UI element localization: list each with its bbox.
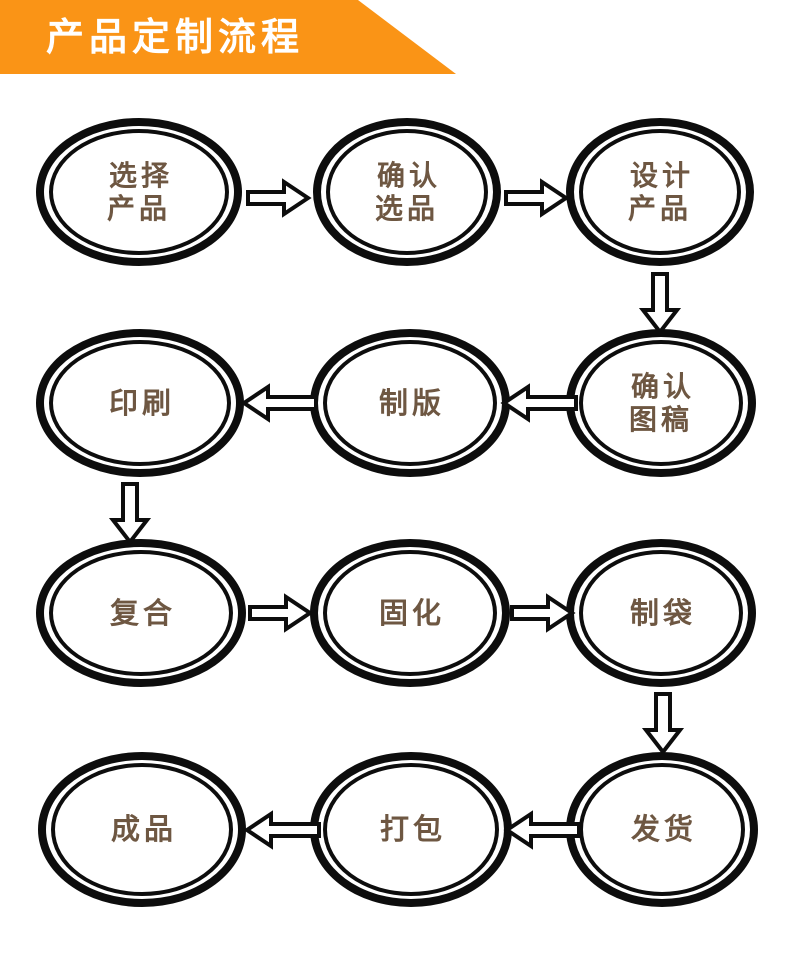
node-label: 选择 产品 xyxy=(106,158,173,225)
node-label: 确认 选品 xyxy=(374,158,441,225)
node-label: 确认 图稿 xyxy=(628,369,695,436)
node-inner-ring xyxy=(51,763,233,896)
node-inner-ring xyxy=(49,340,231,466)
arrow-right-2 xyxy=(504,178,570,218)
node-inner-ring xyxy=(49,129,229,255)
node-label: 固化 xyxy=(378,595,445,630)
flow-node-plate-making[interactable]: 制版 xyxy=(310,329,510,477)
node-label: 印刷 xyxy=(108,385,175,420)
node-label: 设计 产品 xyxy=(627,158,694,225)
node-inner-ring xyxy=(579,550,743,676)
flow-node-design-product[interactable]: 设计 产品 xyxy=(566,118,754,266)
flow-node-select-product[interactable]: 选择 产品 xyxy=(36,118,242,266)
arrow-left-2 xyxy=(500,383,578,423)
flow-node-shipping[interactable]: 发货 xyxy=(566,752,758,907)
flow-node-confirm-selection[interactable]: 确认 选品 xyxy=(313,118,501,266)
flow-node-curing[interactable]: 固化 xyxy=(310,539,510,687)
arrow-right-3 xyxy=(248,593,314,633)
arrow-right-1 xyxy=(246,178,312,218)
arrow-down-3 xyxy=(641,692,685,756)
node-label: 制袋 xyxy=(629,595,696,630)
node-label: 成品 xyxy=(110,812,177,847)
arrow-down-2 xyxy=(108,482,152,546)
flow-node-printing[interactable]: 印刷 xyxy=(36,329,244,477)
arrow-left-3 xyxy=(243,810,321,850)
flow-node-finished-product[interactable]: 成品 xyxy=(38,752,246,907)
node-inner-ring xyxy=(579,129,741,255)
page-title: 产品定制流程 xyxy=(46,15,305,59)
flow-node-lamination[interactable]: 复合 xyxy=(36,539,246,687)
node-label: 复合 xyxy=(109,595,176,630)
node-label: 打包 xyxy=(379,812,446,847)
flow-node-bag-making[interactable]: 制袋 xyxy=(566,539,756,687)
node-inner-ring xyxy=(326,129,488,255)
node-inner-ring xyxy=(49,550,233,676)
arrow-left-4 xyxy=(503,810,581,850)
node-inner-ring xyxy=(323,763,499,896)
flow-node-confirm-artwork[interactable]: 确认 图稿 xyxy=(566,329,756,477)
flow-node-packaging[interactable]: 打包 xyxy=(310,752,512,907)
node-inner-ring xyxy=(323,340,497,466)
node-inner-ring xyxy=(579,340,743,466)
node-inner-ring xyxy=(323,550,497,676)
node-label: 发货 xyxy=(630,812,697,847)
arrow-left-1 xyxy=(240,383,318,423)
arrow-down-1 xyxy=(638,272,682,336)
node-label: 制版 xyxy=(378,385,445,420)
arrow-right-4 xyxy=(510,593,576,633)
